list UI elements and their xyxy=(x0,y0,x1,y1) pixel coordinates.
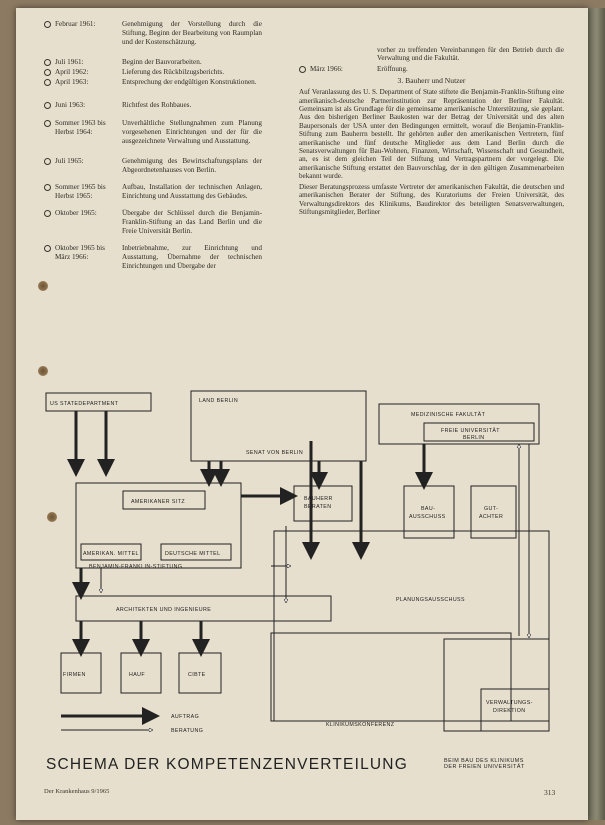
label-firma-1: FIRMEN xyxy=(63,672,86,678)
box-gutachter xyxy=(470,485,517,539)
label-senat-von-berlin: SENAT VON BERLIN xyxy=(246,450,303,456)
timeline-text: Eröffnung. xyxy=(377,64,408,73)
bullet-icon xyxy=(44,69,51,76)
box-amerikan-mittel xyxy=(80,543,142,561)
figure-caption: SCHEMA DER KOMPETENZENVERTEILUNG xyxy=(46,756,408,773)
timeline-date: Juli 1965: xyxy=(55,157,84,165)
timeline-date: Oktober 1965: xyxy=(55,209,97,217)
bullet-icon xyxy=(299,65,306,73)
bullet-icon xyxy=(44,210,51,217)
box-medizinische-fakultaet xyxy=(378,403,540,445)
bullet-icon xyxy=(44,184,51,191)
box-architekten xyxy=(75,595,332,622)
box-us-state-department xyxy=(45,392,152,412)
box-planungsausschuss xyxy=(273,530,550,722)
label-amerikan-mittel: AMERIKAN. MITTEL xyxy=(83,551,139,557)
timeline-date: Sommer 1963 bis Herbst 1964: xyxy=(55,119,106,136)
timeline-text: Genehmigung des Bewirtschaftungsplans de… xyxy=(122,157,262,174)
label-bauausschuss: BAU- xyxy=(421,506,435,512)
box-deutsche-mittel xyxy=(160,543,232,561)
timeline-text: Aufbau, Installation der technischen Anl… xyxy=(122,183,262,200)
bullet-icon xyxy=(44,158,51,165)
label-verwaltungsdirektion: DIREKTION xyxy=(493,708,525,714)
bullet-icon xyxy=(44,245,51,252)
bullet-icon xyxy=(44,59,51,66)
label-land-berlin: LAND BERLIN xyxy=(199,398,238,404)
punch-hole xyxy=(38,366,48,376)
label-stiftung: BENJAMIN-FRANKLIN-STIFTUNG xyxy=(89,564,182,570)
label-planungsausschuss: PLANUNGSAUSSCHUSS xyxy=(396,597,465,603)
label-bauausschuss: AUSSCHUSS xyxy=(409,514,446,520)
bullet-icon xyxy=(44,79,51,86)
label-freie-universitaet: FREIE UNIVERSITÄT xyxy=(441,427,500,434)
document-page: Februar 1961: Genehmigung der Vorstellung… xyxy=(16,8,588,820)
box-freie-universitaet xyxy=(423,422,535,442)
paragraph: Auf Veranlassung des U. S. Department of… xyxy=(299,88,564,181)
label-medizinische-fakultaet: MEDIZINISCHE FAKULTÄT xyxy=(411,411,486,418)
label-firma-3: CIBTE xyxy=(188,672,206,678)
timeline-date: Oktober 1965 bis März 1966: xyxy=(55,244,105,261)
timeline-date: März 1966: xyxy=(310,64,343,73)
label-klinikumskonferenz: KLINIKUMSKONFERENZ xyxy=(326,722,395,728)
text-column: vorher zu treffenden Vereinbarungen für … xyxy=(299,46,564,218)
timeline-text: Inbetriebnahme, zur Einrichtung und Auss… xyxy=(122,244,262,270)
timeline-text: Übergabe der Schlüssel durch die Benjami… xyxy=(122,209,262,235)
punch-hole xyxy=(38,281,48,291)
timeline-date: Februar 1961: xyxy=(55,20,96,28)
legend-beratung-label: BERATUNG xyxy=(171,728,203,734)
legend-auftrag-label: AUFTRAG xyxy=(171,714,199,720)
timeline-text: Lieferung des Rückbilzugsberichts. xyxy=(122,68,224,76)
box-amerikahaus xyxy=(122,490,206,510)
label-gutachter: ACHTER xyxy=(479,514,503,520)
timeline-date: Juni 1963: xyxy=(55,101,86,109)
timeline-entry: März 1966: Eröffnung. xyxy=(299,65,564,75)
page-number: 313 xyxy=(544,788,556,797)
timeline-text: Entsprechung der endgültigen Konstruktio… xyxy=(122,78,257,86)
label-beraten: BERATEN xyxy=(304,504,331,510)
label-verwaltungsdirektion: VERWALTUNGS- xyxy=(486,700,533,706)
timeline-date: April 1963: xyxy=(55,78,89,86)
punch-hole xyxy=(47,512,57,522)
box-verwaltungsdirektion-outer xyxy=(443,638,550,732)
bullet-icon xyxy=(44,102,51,109)
footer-source: Der Krankenhaus 9/1965 xyxy=(44,788,110,795)
label-deutsche-mittel: DEUTSCHE MITTEL xyxy=(165,551,220,557)
timeline-text: Richtfest des Rohbaues. xyxy=(122,101,192,109)
timeline-text: Unverhältliche Stellungnahmen zum Planun… xyxy=(122,119,262,145)
box-klinikumskonferenz xyxy=(270,632,512,722)
timeline-date: Sommer 1965 bis Herbst 1965: xyxy=(55,183,106,200)
box-stiftung xyxy=(75,482,242,569)
label-firma-2: HAUF xyxy=(129,672,145,678)
label-amerikahaus: AMERIKANER SITZ xyxy=(131,499,185,505)
book-edge xyxy=(588,8,605,820)
box-bauausschuss xyxy=(403,485,455,539)
box-land-berlin xyxy=(190,390,367,462)
figure-subcaption: BEIM BAU DES KLINIKUMS DER FREIEN UNIVER… xyxy=(444,758,525,771)
label-berlin: BERLIN xyxy=(463,435,485,441)
label-architekten: ARCHITEKTEN UND INGENIEURE xyxy=(116,607,211,613)
timeline-text: Beginn der Bauvorarbeiten. xyxy=(122,58,202,66)
bullet-icon xyxy=(44,21,51,28)
label-us-state-department: US STATEDEPARTMENT xyxy=(50,401,119,407)
continuation-text: vorher zu treffenden Vereinbarungen für … xyxy=(377,46,564,63)
label-gutachter: GUT- xyxy=(484,506,498,512)
timeline-date: Juli 1961: xyxy=(55,58,84,66)
timeline-text: Genehmigung der Vorstellung durch die St… xyxy=(122,20,262,46)
paragraph: Dieser Beratungsprozess umfasste Vertret… xyxy=(299,182,564,216)
subcaption-line: BEIM BAU DES KLINIKUMS xyxy=(444,758,524,764)
timeline-date: April 1962: xyxy=(55,68,89,76)
subcaption-line: DER FREIEN UNIVERSITÄT xyxy=(444,764,525,771)
competence-diagram: US STATEDEPARTMENT LAND BERLIN SENAT VON… xyxy=(45,390,550,734)
label-bauherr: BAUHERR xyxy=(304,496,333,502)
bullet-icon xyxy=(44,120,51,127)
section-title: 3. Bauherr und Nutzer xyxy=(397,75,466,85)
